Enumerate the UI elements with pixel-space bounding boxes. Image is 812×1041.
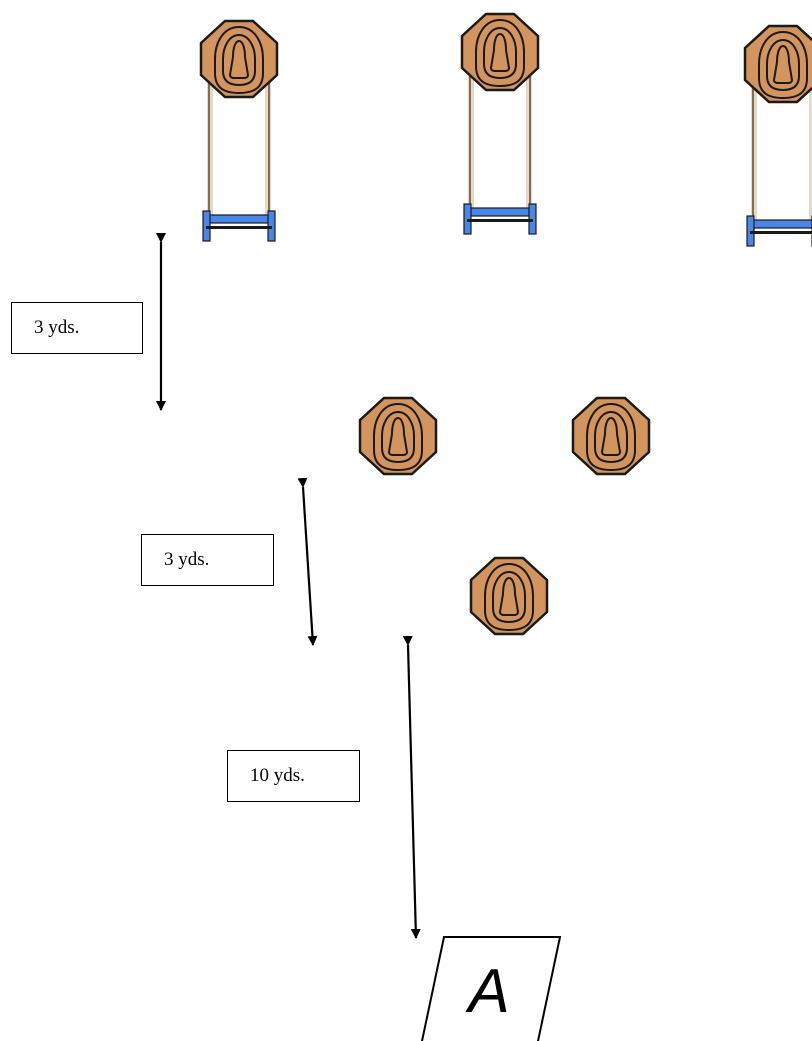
- stand-target-3: [743, 24, 812, 248]
- steel-target-right: [571, 396, 651, 476]
- steel-target-left: [358, 396, 438, 476]
- stand-target-2: [460, 12, 540, 236]
- distance-label-2: 3 yds.: [141, 534, 274, 586]
- start-position-label: A: [464, 957, 509, 1026]
- distance-arrow-3: [402, 635, 421, 939]
- stand-target-1: [199, 19, 279, 243]
- distance-label-1: 3 yds.: [11, 302, 143, 354]
- distance-label-3: 10 yds.: [227, 750, 360, 802]
- start-position-box: A: [420, 936, 562, 1041]
- steel-target-center: [469, 556, 549, 636]
- distance-arrow-2: [297, 477, 318, 646]
